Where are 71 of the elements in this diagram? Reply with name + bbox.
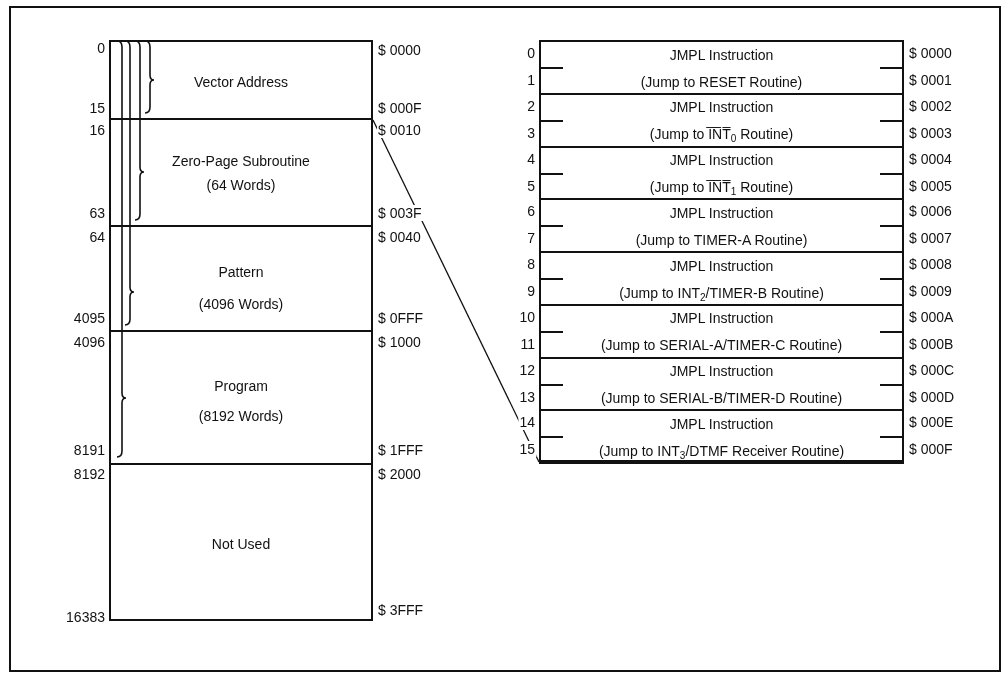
region-title: Not Used — [210, 536, 272, 552]
memory-region-box — [109, 463, 373, 621]
address-decimal: 16383 — [65, 609, 106, 625]
region-detail: (Jump to SERIAL-A/TIMER-C Routine) — [599, 337, 844, 354]
memory-region-box — [109, 118, 373, 227]
region-detail: (4096 Words) — [197, 296, 285, 313]
region-title: JMPL Instruction — [668, 310, 775, 327]
address-hex: $ 0040 — [377, 229, 422, 245]
address-hex: $ 0FFF — [377, 310, 425, 326]
address-hex: $ 0002 — [908, 97, 953, 114]
memory-region-box — [109, 40, 373, 120]
address-hex: $ 000F — [908, 441, 954, 458]
address-hex: $ 1FFF — [377, 442, 425, 458]
region-title: JMPL Instruction — [668, 363, 775, 380]
region-title: JMPL Instruction — [668, 415, 775, 432]
address-decimal: 8192 — [72, 466, 106, 482]
address-decimal: 4095 — [72, 310, 106, 326]
region-detail: (Jump to I̅N̅T̅$_{1}$ Routine) — [648, 179, 795, 196]
region-detail: (64 Words) — [205, 177, 277, 194]
address-hex: $ 003F — [377, 205, 423, 221]
region-detail: (Jump to I̅N̅T̅$_{0}$ Routine) — [648, 126, 795, 143]
address-decimal: 1 — [526, 72, 536, 88]
expansion-line — [372, 119, 540, 463]
region-detail: (8192 Words) — [197, 407, 285, 424]
region-title: JMPL Instruction — [668, 257, 775, 274]
address-hex: $ 0003 — [908, 124, 953, 141]
memory-region-box — [109, 225, 373, 332]
address-hex: $ 000F — [377, 100, 423, 116]
region-title: JMPL Instruction — [668, 46, 775, 63]
region-title: Pattern — [217, 263, 265, 280]
address-hex: $ 0004 — [908, 150, 953, 167]
region-detail: (Jump to INT$_{2}$/TIMER-B Routine) — [618, 284, 825, 301]
address-hex: $ 000B — [908, 335, 955, 352]
region-title: JMPL Instruction — [668, 152, 775, 169]
region-detail: (Jump to INT$_{3}$/DTMF Receiver Routine) — [597, 442, 846, 459]
address-decimal: 63 — [88, 205, 106, 221]
region-detail: (Jump to TIMER-A Routine) — [634, 231, 809, 248]
memory-region-box — [109, 330, 373, 465]
address-hex: $ 1000 — [377, 334, 422, 350]
address-decimal: 15 — [518, 441, 536, 458]
address-hex: $ 0005 — [908, 177, 953, 194]
address-hex: $ 0010 — [377, 122, 422, 138]
address-hex: $ 0007 — [908, 230, 953, 247]
address-decimal: 64 — [88, 229, 106, 245]
region-title: Zero-Page Subroutine — [171, 153, 311, 170]
address-hex: $ 0006 — [908, 203, 953, 220]
region-title: JMPL Instruction — [668, 99, 775, 116]
region-detail: (Jump to RESET Routine) — [639, 73, 804, 90]
region-detail: (Jump to SERIAL-B/TIMER-D Routine) — [599, 390, 844, 407]
region-title: Vector Address — [192, 74, 290, 90]
address-hex: $ 000D — [908, 388, 956, 405]
region-title: JMPL Instruction — [668, 204, 775, 221]
address-decimal: 4096 — [72, 334, 106, 350]
address-decimal: 9 — [526, 283, 536, 299]
address-hex: $ 0009 — [908, 283, 953, 299]
address-decimal: 0 — [526, 45, 536, 61]
address-decimal: 14 — [518, 414, 536, 431]
address-decimal: 15 — [88, 100, 106, 116]
address-decimal: 16 — [88, 122, 106, 138]
address-hex: $ 000A — [908, 308, 955, 325]
region-title: Program — [213, 378, 269, 394]
address-hex: $ 000E — [908, 414, 955, 431]
vector-table-box — [539, 40, 904, 462]
address-hex: $ 0001 — [908, 72, 953, 88]
address-hex: $ 0000 — [908, 45, 953, 61]
address-hex: $ 000C — [908, 361, 956, 378]
address-decimal: 8 — [526, 256, 536, 272]
address-decimal: 8191 — [72, 442, 106, 458]
address-decimal: 0 — [96, 40, 106, 56]
address-hex: $ 2000 — [377, 466, 422, 482]
address-hex: $ 0008 — [908, 256, 953, 272]
